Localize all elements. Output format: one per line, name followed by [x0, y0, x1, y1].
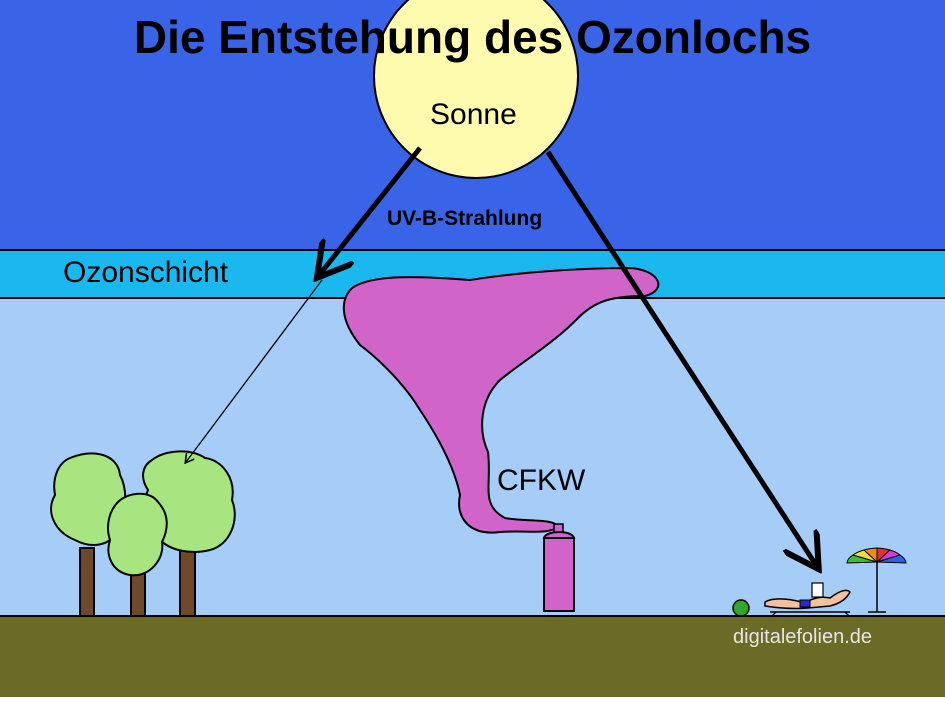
- cfc-label: CFKW: [497, 464, 586, 497]
- beach-ball: [732, 599, 750, 617]
- uv-ray-left: [320, 146, 422, 274]
- tree-canopy-middle: [107, 492, 168, 577]
- sunbather-swimwear: [799, 599, 811, 608]
- spray-nozzle: [553, 523, 564, 533]
- uv-ray-right: [545, 150, 816, 565]
- tree-trunk-right: [179, 544, 196, 617]
- uv-ray-left-reduced: [186, 279, 323, 462]
- sunbather-book: [811, 582, 824, 598]
- sun-label: Sonne: [430, 98, 517, 131]
- cfc-cloud: [342, 266, 660, 534]
- tree-trunk-left: [79, 547, 95, 617]
- sunbather-scene: [732, 547, 907, 617]
- uv-radiation-label: UV-B-Strahlung: [387, 207, 543, 230]
- trees: [50, 450, 236, 617]
- ground: [0, 616, 945, 697]
- tree-canopy-left: [50, 452, 127, 546]
- credit-text: digitalefolien.de: [733, 626, 872, 648]
- ozone-layer-label: Ozonschicht: [63, 256, 229, 289]
- page-title: Die Entstehung des Ozonlochs: [133, 11, 812, 63]
- beach-umbrella: [846, 547, 907, 564]
- sun: [373, 0, 579, 179]
- spray-can: [543, 537, 575, 612]
